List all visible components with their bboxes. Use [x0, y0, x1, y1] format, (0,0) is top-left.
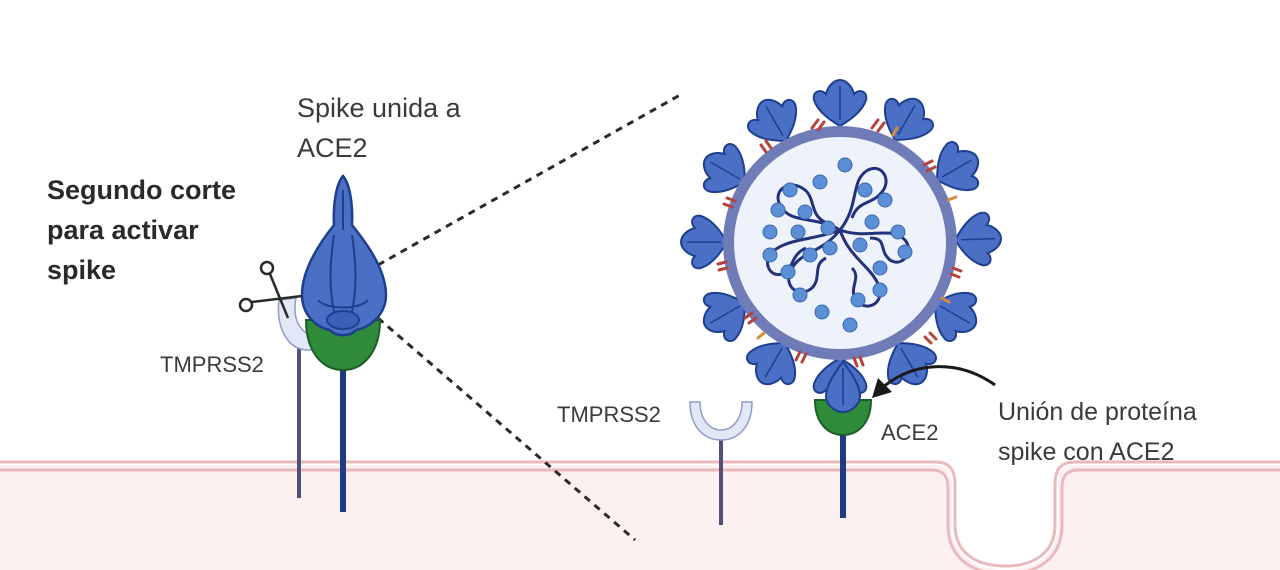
scissors-icon	[238, 260, 303, 319]
label-second-cut-line1: Segundo corte	[47, 175, 237, 205]
label-spike-bound-line1: Spike unida a	[297, 93, 461, 123]
label-spike-bound-line2: ACE2	[297, 133, 368, 163]
arrow-icon	[872, 365, 996, 398]
label-tmprss2-left: TMPRSS2	[160, 352, 264, 377]
label-spike-bound: Spike unida a ACE2	[297, 88, 461, 168]
label-binding: Unión de proteína spike con ACE2	[998, 392, 1197, 472]
ace2-receptor-left	[304, 319, 382, 512]
membrane-proteins	[716, 118, 963, 368]
label-second-cut-line2: para activar	[47, 215, 199, 245]
cell-membrane	[0, 460, 1280, 570]
spike-binding-ace2	[824, 360, 862, 414]
label-tmprss2-right: TMPRSS2	[557, 402, 661, 427]
zoom-lines	[377, 93, 681, 542]
rna-nucleocapsid	[762, 157, 913, 333]
tmprss2-protease-right	[689, 401, 753, 525]
spike-protein-bound	[300, 174, 388, 337]
virus-particle	[680, 79, 1003, 405]
label-second-cut: Segundo corte para activar spike	[47, 170, 236, 290]
ace2-receptor-right	[813, 399, 873, 518]
label-binding-line2: spike con ACE2	[998, 438, 1175, 466]
label-second-cut-line3: spike	[47, 255, 117, 285]
label-ace2-right: ACE2	[881, 420, 939, 445]
label-binding-line1: Unión de proteína	[998, 398, 1197, 426]
